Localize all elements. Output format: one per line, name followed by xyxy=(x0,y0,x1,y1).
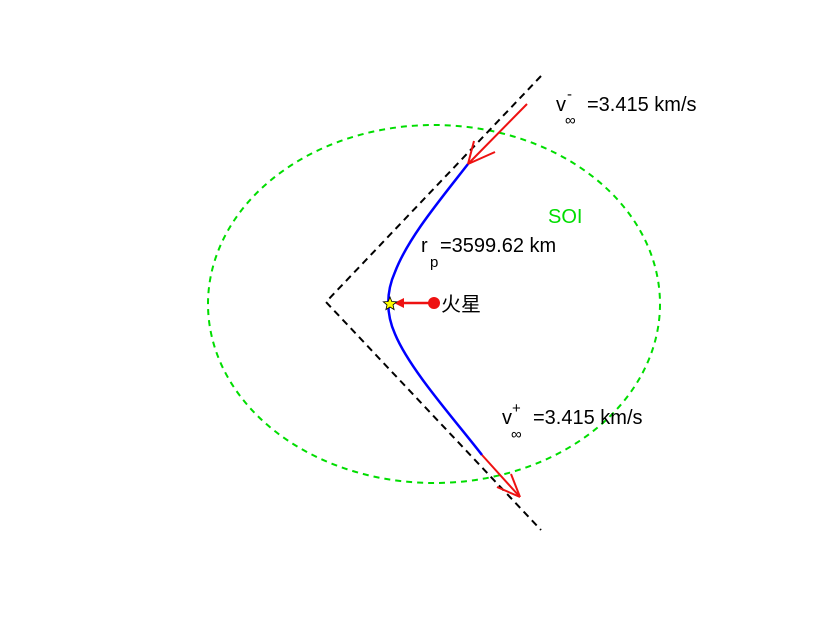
v-infinity-out-label: v + ∞ =3.415 km/s xyxy=(502,400,643,443)
v-infinity-in-label: v - ∞ =3.415 km/s xyxy=(556,86,697,129)
rp-base: r xyxy=(421,235,428,257)
soi-label: SOI xyxy=(548,206,582,228)
periapsis-radius-arrow xyxy=(394,298,433,308)
vin-base: v xyxy=(556,94,566,116)
v-infinity-in-arrow xyxy=(467,103,528,165)
vout-value: =3.415 km/s xyxy=(533,407,643,429)
soi-boundary xyxy=(207,124,661,484)
rp-sub: p xyxy=(430,254,438,271)
rp-label: r p =3599.62 km xyxy=(421,235,556,271)
v-infinity-out-arrow xyxy=(481,454,521,498)
periapsis-star-icon xyxy=(382,295,398,311)
vin-sub: ∞ xyxy=(565,112,576,129)
rp-value: =3599.62 km xyxy=(440,235,556,257)
planet-label: 火星 xyxy=(441,292,481,316)
vout-sub: ∞ xyxy=(511,426,522,443)
asymptote-lines xyxy=(324,75,542,531)
vin-value: =3.415 km/s xyxy=(587,94,697,116)
vin-sup: - xyxy=(567,86,572,103)
vout-sup: + xyxy=(512,400,521,417)
vout-base: v xyxy=(502,407,512,429)
planet-icon xyxy=(428,297,440,309)
